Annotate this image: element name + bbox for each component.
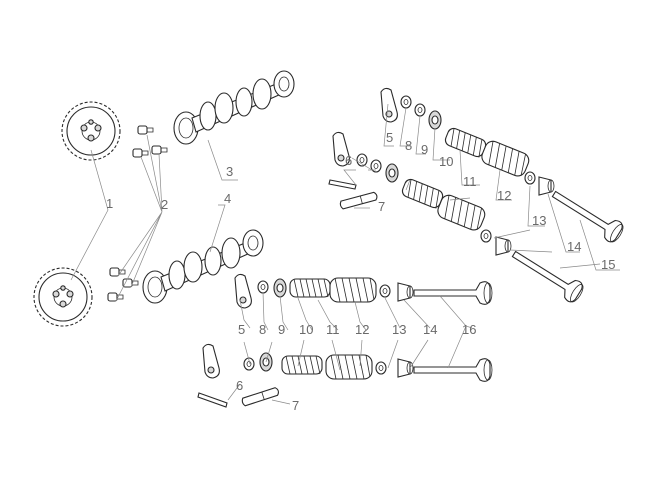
callout-10-upper: 10: [439, 154, 453, 169]
upper-camshaft: [173, 70, 295, 145]
leader-lines: [70, 103, 620, 405]
callout-3: 3: [226, 164, 233, 179]
callout-2: 2: [161, 197, 168, 212]
upper-cam-sprocket: [61, 101, 121, 161]
callout-1: 1: [106, 196, 113, 211]
sprocket-bolts-lower: [107, 267, 139, 302]
callout-6-upper: 6: [345, 153, 352, 168]
callout-11-upper: 11: [463, 174, 477, 189]
callout-7-upper: 7: [378, 199, 385, 214]
callout-13-upper: 13: [532, 213, 546, 228]
callout-14-upper: 14: [567, 239, 581, 254]
callout-labels: 1 2 3 4 5 8 9 6 10 11 12 7 13 14 15 5 8 …: [106, 130, 615, 413]
upper-washers: [385, 110, 442, 183]
callout-14-lower: 14: [423, 322, 437, 337]
callout-9-lower: 9: [278, 322, 285, 337]
lower-rocker-arm-a: [234, 273, 252, 309]
upper-rocker-arm-a: [380, 87, 398, 123]
lower-rocker-shaft: [240, 386, 281, 407]
sprocket-bolts-upper: [132, 125, 168, 158]
callout-9-upper: 9: [421, 142, 428, 157]
callout-12-upper: 12: [497, 188, 511, 203]
callout-5-upper: 5: [386, 130, 393, 145]
callout-15: 15: [601, 257, 615, 272]
callout-8-upper: 8: [405, 138, 412, 153]
callout-10-lower: 10: [299, 322, 313, 337]
upper-rocker-shaft: [338, 191, 379, 210]
callout-16: 16: [462, 322, 476, 337]
callout-6-lower: 6: [236, 378, 243, 393]
lower-rocker-arm-b: [202, 343, 220, 379]
callout-4: 4: [224, 191, 231, 206]
upper-lock-pin: [328, 179, 357, 190]
callout-5-lower: 5: [238, 322, 245, 337]
callout-8-lower: 8: [259, 322, 266, 337]
callout-7-lower: 7: [292, 398, 299, 413]
lower-cam-sprocket: [33, 267, 93, 327]
callout-11-lower: 11: [326, 322, 340, 337]
callout-12-lower: 12: [355, 322, 369, 337]
lower-lock-pin: [197, 392, 228, 408]
callout-13-lower: 13: [392, 322, 406, 337]
